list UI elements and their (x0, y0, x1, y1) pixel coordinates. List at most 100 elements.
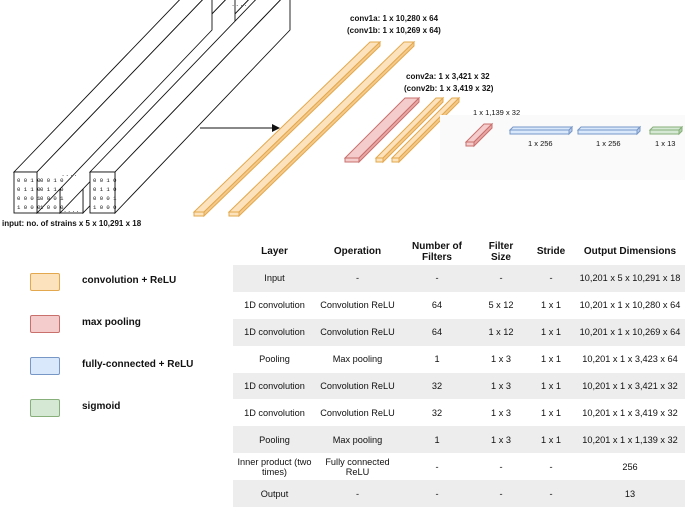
legend-item-convolution: convolution + ReLU (30, 273, 230, 301)
pool2-label: 1 x 1,139 x 32 (473, 108, 520, 117)
cell-stride: 1 x 1 (527, 318, 575, 346)
matrix-row: 0 0 1 0 (93, 177, 117, 184)
legend-label: sigmoid (82, 401, 121, 412)
matrix-row: 1 0 0 0 (93, 204, 117, 211)
cell-operation: Fully connected ReLU (316, 453, 399, 481)
legend-label: fully-connected + ReLU (82, 359, 194, 370)
fc1-bar (508, 125, 574, 136)
cell-layer: Pooling (233, 426, 316, 454)
conv1a-slab (192, 40, 382, 218)
legend-item-max-pooling: max pooling (30, 315, 230, 343)
cell-filters: 64 (399, 291, 475, 319)
cell-operation: Convolution ReLU (316, 318, 399, 346)
fc2-label: 1 x 256 (596, 139, 621, 148)
cell-output-dimensions: 10,201 x 1 x 10,280 x 64 (575, 291, 685, 319)
layer-table: Layer Operation Number of Filters Filter… (233, 238, 685, 507)
cell-filters: - (399, 265, 475, 292)
table-row: Input----10,201 x 5 x 10,291 x 18 (233, 265, 685, 292)
fc-layers (508, 125, 642, 136)
cell-filter-size: 1 x 3 (475, 426, 527, 454)
cell-operation: Convolution ReLU (316, 372, 399, 400)
cell-operation: Convolution ReLU (316, 399, 399, 427)
binary-matrices: 0 0 1 0 0 1 1 0 0 0 0 1 1 0 0 0 0 0 1 0 0 1 1… (17, 177, 117, 214)
cell-filter-size: - (475, 265, 527, 292)
ellipsis-bottom: . . . . (62, 169, 77, 178)
legend-label: max pooling (82, 317, 141, 328)
cell-filter-size: 1 x 3 (475, 372, 527, 400)
header-filter-size: Filter Size (488, 240, 514, 263)
cell-stride: 1 x 1 (527, 426, 575, 454)
cell-layer: 1D convolution (233, 372, 316, 400)
header-stride: Stride (536, 246, 566, 257)
cell-filters: 64 (399, 318, 475, 346)
cell-filters: - (399, 453, 475, 481)
matrix-row: 0 0 0 1 (40, 195, 64, 202)
sigmoid-label: 1 x 13 (655, 139, 675, 148)
cell-filters: 32 (399, 372, 475, 400)
sigmoid-bar (648, 125, 684, 136)
conv1a-label: conv1a: 1 x 10,280 x 64 (350, 14, 439, 23)
layer-panel-background (440, 115, 685, 180)
matrix-row: 0 1 1 0 (40, 186, 64, 193)
cell-filters: 1 (399, 345, 475, 373)
header-output-dimensions: Output Dimensions (583, 246, 677, 257)
matrix-row: 1 0 0 0 (17, 204, 41, 211)
cell-stride: - (527, 453, 575, 481)
legend-label: convolution + ReLU (82, 275, 177, 286)
cell-output-dimensions: 10,201 x 1 x 1,139 x 32 (575, 426, 685, 454)
matrix-row: 0 0 0 1 (93, 195, 117, 202)
green-swatch-icon (30, 399, 60, 417)
input-slab-2 (12, 0, 213, 215)
cell-output-dimensions: 10,201 x 1 x 3,423 x 64 (575, 345, 685, 373)
matrix-row: 0 0 1 0 (17, 177, 41, 184)
cell-filters: 1 (399, 426, 475, 454)
cell-filter-size: 5 x 12 (475, 291, 527, 319)
pool2-slab (464, 122, 494, 148)
matrix-row: 0 0 1 0 (40, 177, 64, 184)
cell-stride: 1 x 1 (527, 291, 575, 319)
conv2a-slab (374, 96, 445, 164)
blue-swatch-icon (30, 357, 60, 375)
ellipsis-top: . . . . (232, 0, 247, 8)
legend: convolution + ReLU max pooling fully-con… (30, 273, 230, 441)
cell-stride: 1 x 1 (527, 372, 575, 400)
cell-filters: 32 (399, 399, 475, 427)
conv1-layers (192, 40, 416, 218)
cell-output-dimensions: 10,201 x 5 x 10,291 x 18 (575, 265, 685, 292)
cell-filter-size: 1 x 3 (475, 399, 527, 427)
cell-layer: 1D convolution (233, 318, 316, 346)
input-slab-5 (88, 0, 291, 215)
header-operation: Operation (333, 246, 382, 257)
cell-layer: Pooling (233, 345, 316, 373)
cell-operation: - (316, 265, 399, 292)
matrix-row: 0 1 1 0 (93, 186, 117, 193)
orange-swatch-icon (30, 273, 60, 291)
conv2b-label: (conv2b: 1 x 3,419 x 32) (404, 84, 494, 93)
pool1-slab (343, 96, 421, 164)
cell-filter-size: 1 x 3 (475, 345, 527, 373)
legend-item-fully-connected: fully-connected + ReLU (30, 357, 230, 385)
cell-filter-size: 1 x 12 (475, 318, 527, 346)
table-row: Inner product (two times)Fully connected… (233, 453, 685, 481)
conv1b-label: (conv1b: 1 x 10,269 x 64) (347, 26, 441, 35)
cell-output-dimensions: 10,201 x 1 x 10,269 x 64 (575, 318, 685, 346)
cell-layer: 1D convolution (233, 399, 316, 427)
cell-stride: 1 x 1 (527, 399, 575, 427)
header-layer: Layer (261, 246, 288, 257)
input-label: input: no. of strains x 5 x 10,291 x 18 (2, 219, 142, 228)
cell-layer: Input (233, 265, 316, 292)
cell-output-dimensions: 10,201 x 1 x 3,419 x 32 (575, 399, 685, 427)
cell-output-dimensions: 256 (575, 453, 685, 481)
fc2-bar (576, 125, 642, 136)
header-number-of-filters: Number of Filters (412, 240, 462, 263)
table-header-row: Layer Operation Number of Filters Filter… (233, 238, 685, 265)
network-architecture-diagram: 0 0 1 0 0 1 1 0 0 0 0 1 1 0 0 0 0 0 1 0 0 1 1… (2, 0, 685, 228)
red-swatch-icon (30, 315, 60, 333)
cell-operation: Convolution ReLU (316, 291, 399, 319)
cell-layer: 1D convolution (233, 291, 316, 319)
